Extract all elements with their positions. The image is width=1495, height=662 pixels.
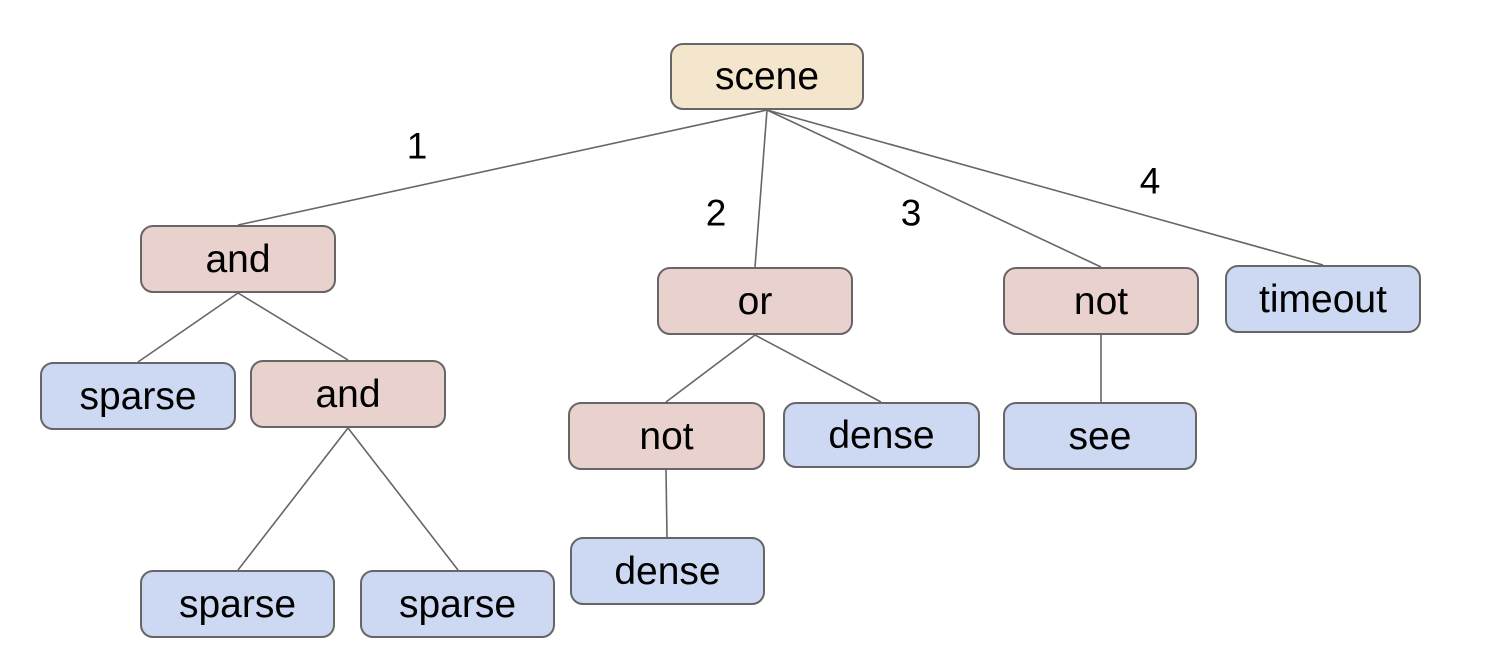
edge-scene-not1 <box>766 109 1102 268</box>
node-sparse-3: sparse <box>360 570 555 638</box>
node-or-1: or <box>657 267 853 335</box>
node-sparse-1: sparse <box>40 362 236 430</box>
edge-label-branch-2: 2 <box>705 192 727 234</box>
edge-not2-dense2 <box>665 469 668 538</box>
edge-and1-and2 <box>237 292 349 361</box>
edge-label-branch-3: 3 <box>900 192 922 234</box>
node-not-1: not <box>1003 267 1199 335</box>
edge-label-branch-4: 4 <box>1139 160 1161 202</box>
edge-and2-sparse2 <box>237 427 349 571</box>
edge-scene-and1 <box>237 109 768 226</box>
node-and-1: and <box>140 225 336 293</box>
node-see-1: see <box>1003 402 1197 470</box>
node-and-2: and <box>250 360 446 428</box>
edge-and2-sparse3 <box>347 427 459 571</box>
edge-and1-sparse1 <box>137 292 239 363</box>
node-scene: scene <box>670 43 864 110</box>
node-timeout-1: timeout <box>1225 265 1421 333</box>
edge-label-branch-1: 1 <box>406 125 428 167</box>
edge-scene-timeout <box>766 109 1324 266</box>
edge-or1-dense1 <box>754 334 882 403</box>
node-not-2: not <box>568 402 765 470</box>
edge-or1-not2 <box>665 334 756 403</box>
node-dense-2: dense <box>570 537 765 605</box>
edge-scene-or1 <box>754 109 768 268</box>
node-dense-1: dense <box>783 402 980 468</box>
node-sparse-2: sparse <box>140 570 335 638</box>
